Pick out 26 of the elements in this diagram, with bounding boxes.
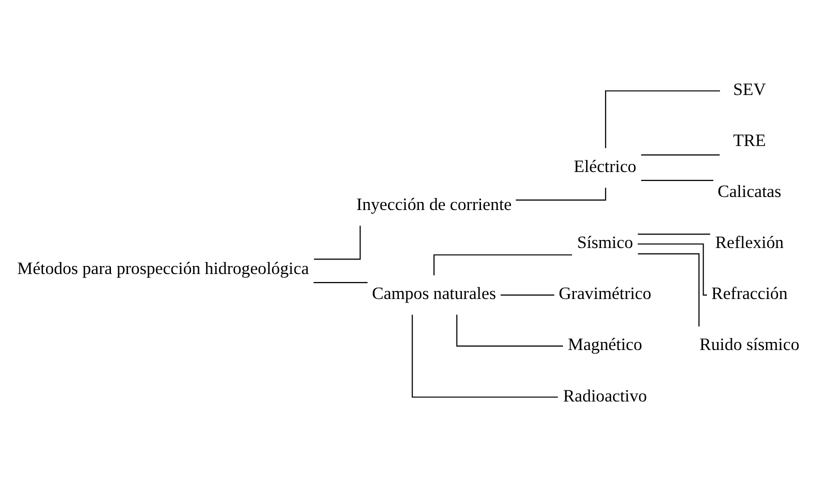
connector: [638, 252, 700, 326]
node-text: Métodos para prospección hidrogeológica: [17, 258, 309, 278]
node-text: SEV: [733, 80, 766, 99]
node-text: Eléctrico: [574, 156, 636, 176]
node-text: Campos naturales: [372, 284, 496, 303]
connector: [638, 233, 710, 234]
node-text: Sísmico: [577, 232, 634, 252]
connector: [641, 179, 714, 181]
node-text: Gravimétrico: [558, 284, 652, 303]
connector: [314, 225, 361, 260]
node-text: TRE: [733, 130, 766, 150]
node-text: Magnético: [568, 334, 642, 354]
connector: [500, 294, 554, 296]
node-text: Inyección de corriente: [356, 194, 512, 214]
connector: [638, 242, 707, 296]
connector: [641, 154, 720, 155]
connector: [412, 314, 558, 398]
connector: [605, 90, 720, 148]
node-text: Radioactivo: [563, 386, 647, 405]
connector: [456, 314, 563, 346]
node-text: Ruido sísmico: [700, 334, 800, 354]
node-text: Refracción: [711, 284, 788, 303]
connector: [433, 254, 572, 275]
node-text: Calicatas: [718, 182, 782, 201]
node-text: Reflexión: [715, 232, 784, 252]
connector: [314, 282, 368, 283]
